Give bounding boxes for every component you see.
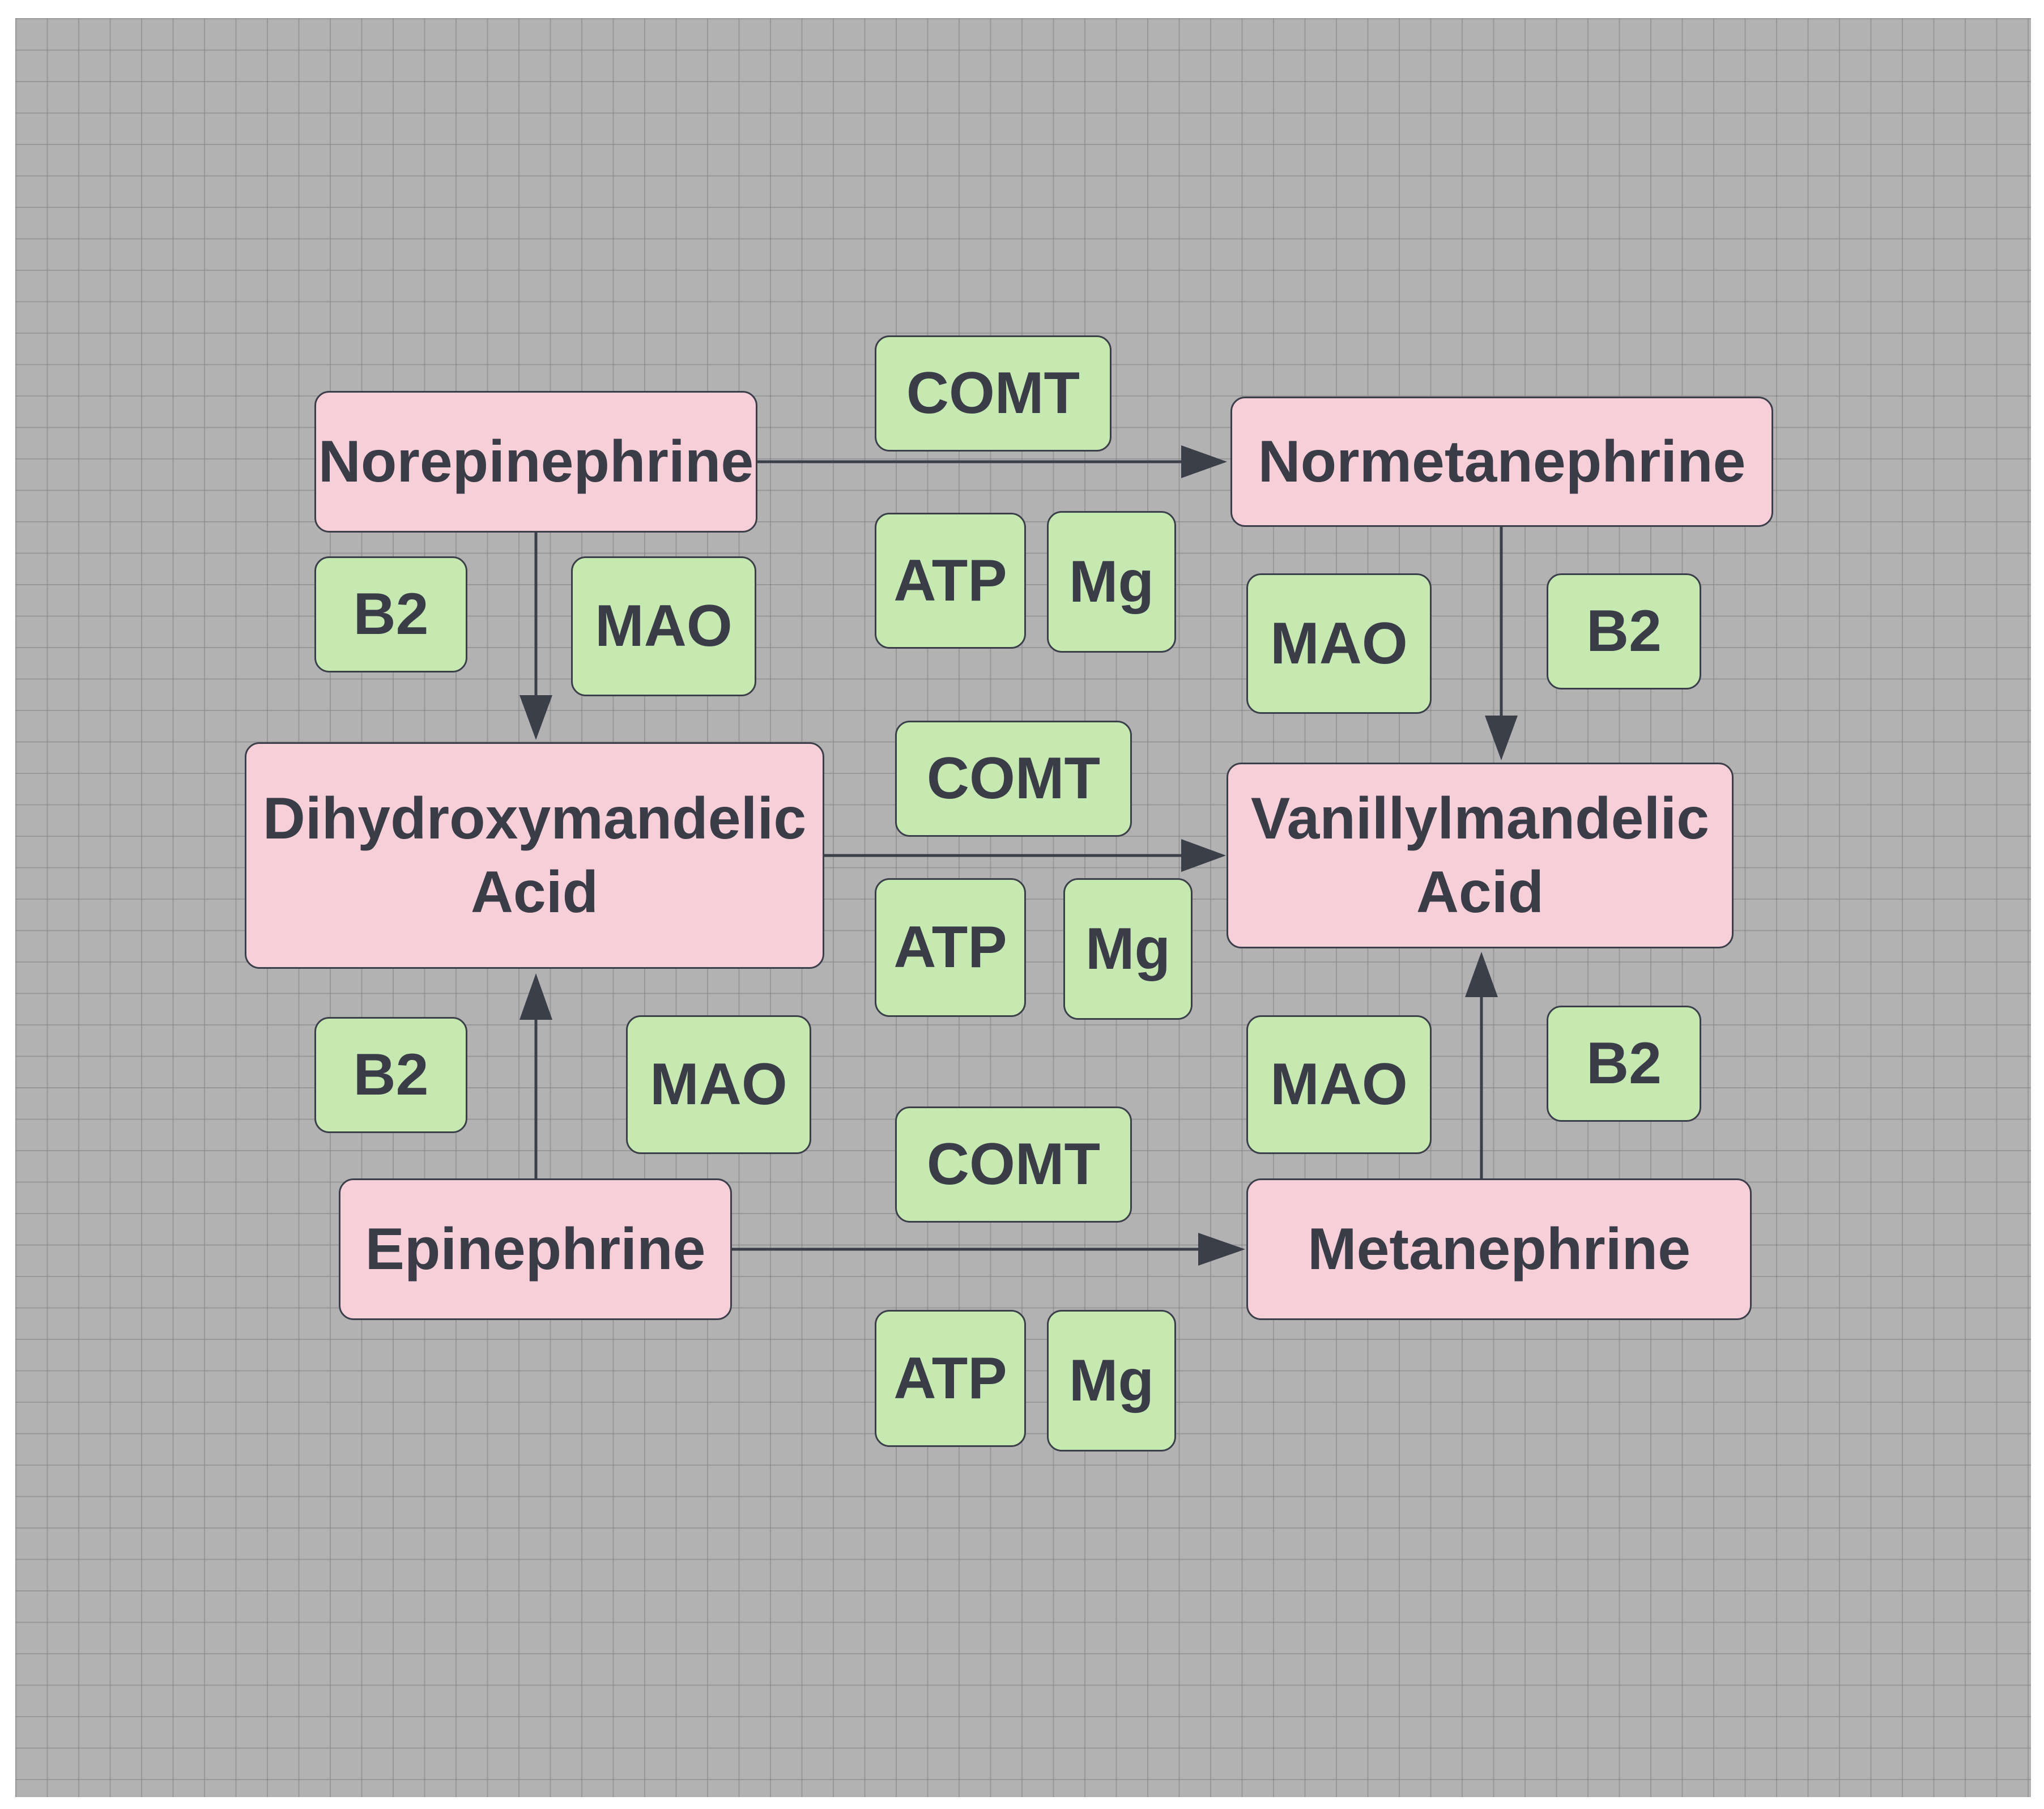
- metanephrine-label: Metanephrine: [1307, 1216, 1691, 1282]
- vanillylmandelic-acid-node: Vanillylmandelic Acid: [1227, 763, 1734, 948]
- atp-middle-label: ATP: [893, 914, 1007, 980]
- mg-middle-node: Mg: [1063, 878, 1193, 1020]
- mao-right-top-label: MAO: [1270, 610, 1408, 676]
- normetanephrine-label: Normetanephrine: [1258, 429, 1746, 495]
- mao-right-bottom-label: MAO: [1270, 1052, 1408, 1117]
- atp-bottom-node: ATP: [875, 1310, 1026, 1447]
- b2-left-top-label: B2: [353, 581, 429, 647]
- dhma-label-line1: Dihydroxymandelic: [262, 786, 807, 852]
- comt-bottom-node: COMT: [895, 1106, 1132, 1223]
- mg-bottom-node: Mg: [1047, 1310, 1176, 1452]
- atp-middle-node: ATP: [875, 878, 1026, 1017]
- comt-top-node: COMT: [875, 335, 1112, 452]
- mg-top-label: Mg: [1068, 548, 1155, 615]
- comt-middle-node: COMT: [895, 721, 1132, 837]
- mao-left-bottom-label: MAO: [650, 1052, 787, 1117]
- dhma-label-line2: Acid: [470, 859, 599, 925]
- b2-left-bottom-node: B2: [314, 1017, 467, 1133]
- mao-left-bottom-node: MAO: [626, 1015, 811, 1154]
- norepinephrine-label: Norepinephrine: [318, 429, 754, 495]
- mg-middle-label: Mg: [1085, 916, 1171, 982]
- b2-left-bottom-label: B2: [353, 1042, 429, 1108]
- b2-left-top-node: B2: [314, 556, 467, 672]
- normetanephrine-node: Normetanephrine: [1230, 397, 1773, 527]
- vma-label-line2: Acid: [1416, 859, 1544, 925]
- b2-right-top-label: B2: [1586, 598, 1662, 664]
- norepinephrine-node: Norepinephrine: [314, 391, 757, 533]
- mg-top-node: Mg: [1047, 511, 1176, 653]
- mao-right-top-node: MAO: [1246, 573, 1432, 714]
- vma-label-line1: Vanillylmandelic: [1250, 786, 1710, 852]
- metanephrine-node: Metanephrine: [1246, 1178, 1752, 1320]
- dihydroxymandelic-acid-node: Dihydroxymandelic Acid: [245, 742, 824, 969]
- comt-middle-label: COMT: [926, 746, 1101, 811]
- atp-top-node: ATP: [875, 513, 1026, 649]
- atp-bottom-label: ATP: [893, 1345, 1007, 1411]
- mg-bottom-label: Mg: [1068, 1347, 1155, 1414]
- mao-right-bottom-node: MAO: [1246, 1015, 1432, 1154]
- epinephrine-label: Epinephrine: [365, 1216, 706, 1282]
- mao-left-top-label: MAO: [595, 593, 733, 659]
- b2-right-top-node: B2: [1547, 573, 1701, 689]
- comt-top-label: COMT: [906, 360, 1080, 426]
- mao-left-top-node: MAO: [571, 556, 756, 696]
- comt-bottom-label: COMT: [926, 1131, 1101, 1197]
- epinephrine-node: Epinephrine: [339, 1178, 732, 1320]
- b2-right-bottom-label: B2: [1586, 1031, 1662, 1096]
- atp-top-label: ATP: [893, 547, 1007, 614]
- b2-right-bottom-node: B2: [1547, 1006, 1701, 1122]
